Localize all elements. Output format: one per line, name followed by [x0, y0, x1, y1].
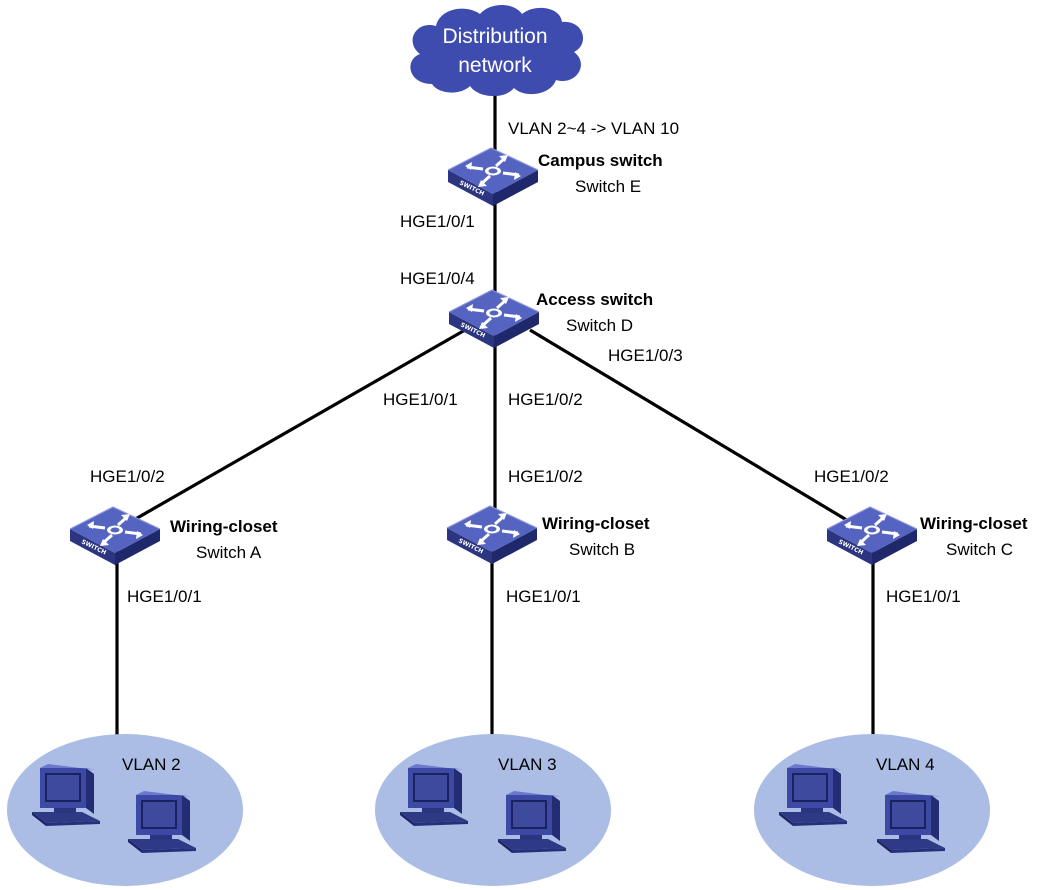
computer-icon	[779, 764, 847, 826]
port-label-a-up: HGE1/0/2	[90, 467, 165, 486]
switch-c: SWITCH Wiring-closet Switch C	[825, 505, 1028, 567]
vlan-mapping-label: VLAN 2~4 -> VLAN 10	[508, 119, 679, 138]
port-labels: HGE1/0/1 HGE1/0/4 HGE1/0/3 HGE1/0/1 HGE1…	[90, 212, 961, 606]
port-label-e-down: HGE1/0/1	[400, 212, 475, 231]
links	[115, 95, 875, 738]
vlan-b-label: VLAN 3	[498, 755, 557, 774]
switch-b-role: Wiring-closet	[542, 514, 650, 533]
switch-e: SWITCH Campus switch Switch E	[446, 146, 663, 208]
port-label-a-down: HGE1/0/1	[127, 587, 202, 606]
port-label-c-down: HGE1/0/1	[886, 587, 961, 606]
link-d-c	[529, 328, 856, 527]
switch-icon: SWITCH	[447, 288, 541, 350]
vlan-c-label: VLAN 4	[876, 755, 935, 774]
cloud-label-line1: Distribution	[442, 25, 547, 48]
switch-icon: SWITCH	[446, 146, 540, 208]
port-label-d-up: HGE1/0/4	[400, 269, 475, 288]
switch-a: SWITCH Wiring-closet Switch A	[68, 505, 278, 567]
vlan-area-c: VLAN 4	[754, 734, 990, 886]
vlan-ellipse	[375, 734, 611, 886]
switch-icon: SWITCH	[445, 504, 539, 566]
vlan-area-a: VLAN 2	[7, 734, 243, 886]
computer-icon	[877, 791, 945, 853]
switch-b: SWITCH Wiring-closet Switch B	[445, 504, 650, 566]
port-label-d-to-b: HGE1/0/2	[508, 390, 583, 409]
computer-icon	[498, 791, 566, 853]
switch-d-role: Access switch	[536, 290, 653, 309]
switch-a-name: Switch A	[196, 543, 262, 562]
vlan-a-label: VLAN 2	[122, 755, 181, 774]
switch-e-role: Campus switch	[538, 151, 663, 170]
computer-icon	[32, 764, 100, 826]
port-label-d-to-a: HGE1/0/1	[383, 390, 458, 409]
switch-e-name: Switch E	[575, 177, 641, 196]
cloud-label-line2: network	[458, 54, 532, 77]
switch-d-name: Switch D	[566, 316, 633, 335]
cloud-icon	[410, 5, 584, 97]
switch-b-name: Switch B	[569, 540, 635, 559]
vlan-area-b: VLAN 3	[375, 734, 611, 886]
switch-d: SWITCH Access switch Switch D	[447, 288, 653, 350]
port-label-d-to-c: HGE1/0/3	[608, 346, 683, 365]
port-label-c-up: HGE1/0/2	[814, 467, 889, 486]
computer-icon	[128, 791, 196, 853]
link-d-a	[124, 328, 466, 527]
distribution-network-cloud: Distribution network	[410, 5, 584, 97]
port-label-b-up: HGE1/0/2	[508, 467, 583, 486]
switch-c-role: Wiring-closet	[920, 514, 1028, 533]
switch-c-name: Switch C	[946, 540, 1013, 559]
switch-a-role: Wiring-closet	[170, 517, 278, 536]
computer-icon	[400, 764, 468, 826]
switch-icon: SWITCH	[68, 505, 162, 567]
vlan-ellipse	[754, 734, 990, 886]
port-label-b-down: HGE1/0/1	[506, 587, 581, 606]
